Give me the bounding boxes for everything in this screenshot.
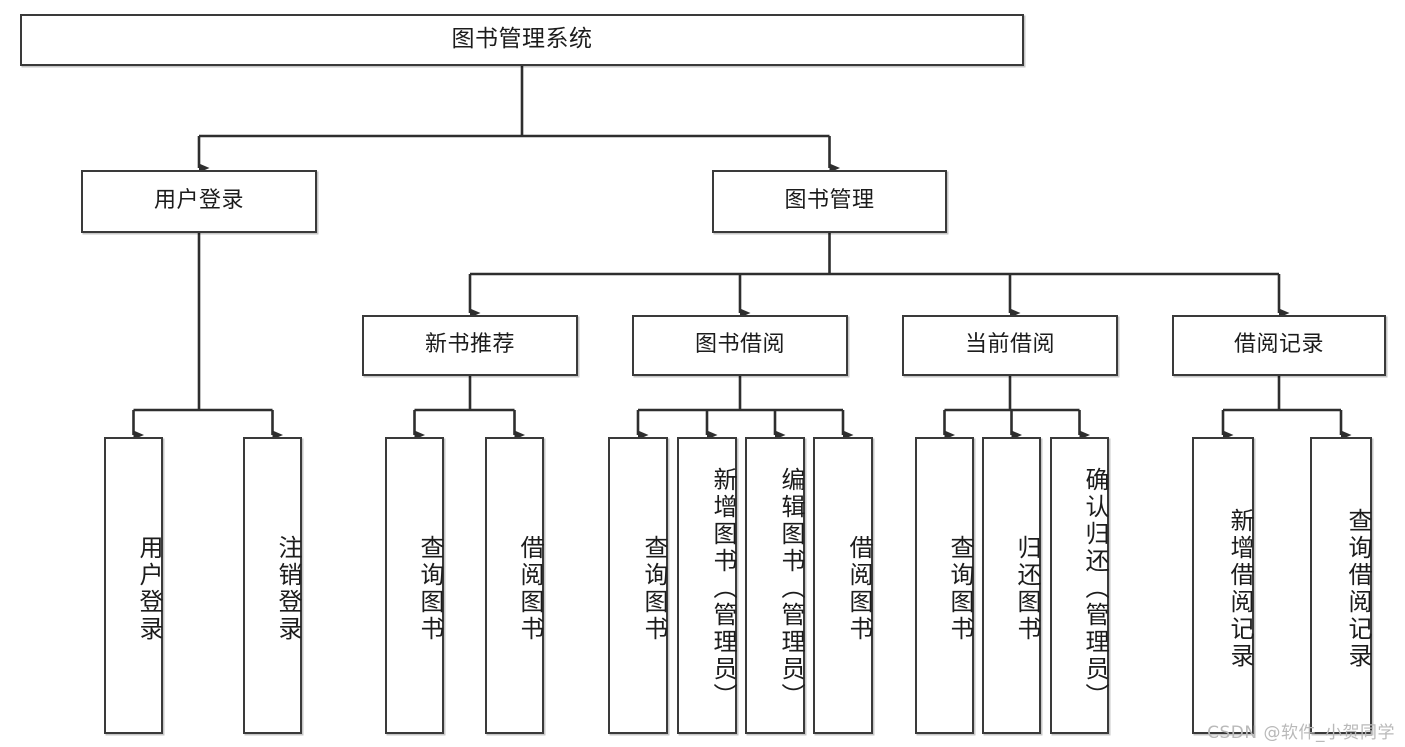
node-leaf-7: 借阅图书 [813, 437, 873, 734]
node-l3-0: 新书推荐 [362, 315, 578, 376]
node-leaf-12: 查询借阅记录 [1310, 437, 1372, 734]
node-leaf-6: 编辑图书（管理员） [745, 437, 805, 734]
node-leaf-1: 注销登录 [243, 437, 302, 734]
node-label: 图书管理系统 [451, 26, 593, 53]
node-label: 查询图书 [640, 534, 668, 643]
node-leaf-8: 查询图书 [915, 437, 974, 734]
node-root-图书管理系统: 图书管理系统 [20, 14, 1024, 66]
node-leaf-10: 确认归还（管理员） [1050, 437, 1109, 734]
node-label: 编辑图书（管理员） [777, 467, 805, 710]
watermark-text: CSDN @软件_小贺同学 [1207, 723, 1395, 743]
node-label: 当前借阅 [964, 332, 1055, 358]
node-label: 用户登录 [153, 188, 244, 214]
node-leaf-11: 新增借阅记录 [1192, 437, 1254, 734]
node-label: 查询图书 [946, 534, 974, 643]
node-label: 注销登录 [274, 534, 302, 643]
node-l2-1: 图书管理 [712, 170, 947, 233]
node-label: 归还图书 [1013, 534, 1041, 643]
node-leaf-5: 新增图书（管理员） [677, 437, 737, 734]
node-label: 借阅记录 [1233, 332, 1324, 358]
node-leaf-9: 归还图书 [982, 437, 1041, 734]
node-leaf-2: 查询图书 [385, 437, 444, 734]
node-label: 借阅图书 [516, 534, 544, 643]
node-l3-3: 借阅记录 [1172, 315, 1386, 376]
node-leaf-0: 用户登录 [104, 437, 163, 734]
node-label: 新增借阅记录 [1226, 507, 1254, 670]
node-label: 查询借阅记录 [1344, 507, 1372, 670]
node-l3-1: 图书借阅 [632, 315, 848, 376]
node-label: 新书推荐 [424, 332, 515, 358]
node-leaf-4: 查询图书 [608, 437, 668, 734]
node-label: 图书管理 [784, 188, 875, 214]
node-label: 图书借阅 [694, 332, 785, 358]
node-label: 借阅图书 [845, 534, 873, 643]
node-label: 查询图书 [416, 534, 444, 643]
node-label: 新增图书（管理员） [709, 467, 737, 710]
node-label: 确认归还（管理员） [1081, 467, 1109, 710]
node-leaf-3: 借阅图书 [485, 437, 544, 734]
node-l2-0: 用户登录 [81, 170, 317, 233]
node-label: 用户登录 [135, 534, 163, 643]
node-l3-2: 当前借阅 [902, 315, 1118, 376]
